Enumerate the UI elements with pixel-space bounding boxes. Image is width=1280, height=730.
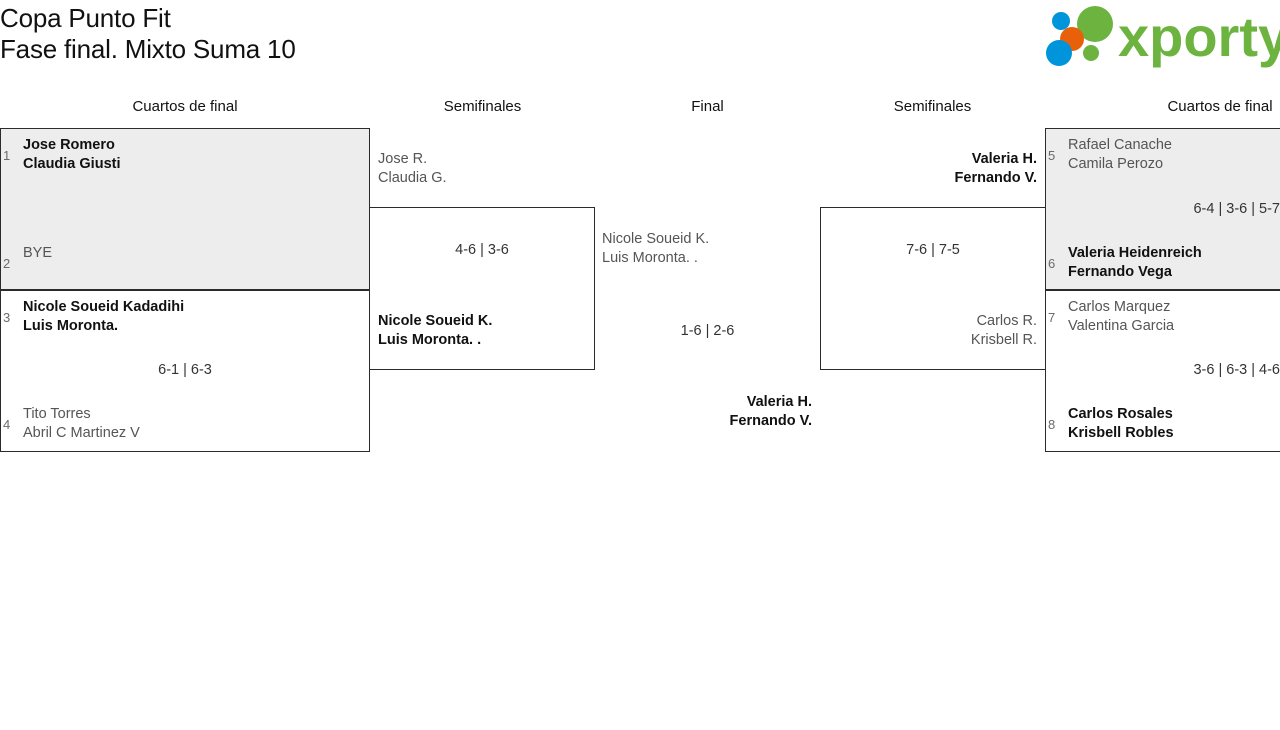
logo-dot-blue-small	[1052, 12, 1070, 30]
logo-dot-blue-large	[1046, 40, 1072, 66]
player-name-1: Nicole Soueid K.	[602, 231, 710, 247]
player-name-2: Luis Moronta.	[23, 318, 119, 334]
match-box-qf-left-1[interactable]	[0, 128, 370, 290]
seed-number: 8	[1048, 416, 1056, 432]
seed-number: 2	[3, 255, 11, 271]
round-header-sf-right: Semifinales	[893, 98, 972, 115]
player-name-2: Abril C Martinez V	[23, 425, 140, 441]
competitor-seed-3[interactable]: 3 Nicole Soueid Kadadihi Luis Moronta.	[3, 298, 363, 336]
match-box-qf-left-2[interactable]	[0, 290, 370, 452]
seed-number: 7	[1048, 309, 1056, 325]
competitor-final-left[interactable]: Nicole Soueid K. Luis Moronta. .	[602, 230, 709, 268]
player-name-1: Tito Torres	[23, 406, 91, 422]
competitor-sf-right-bottom[interactable]: Carlos R. Krisbell R.	[787, 312, 1037, 350]
competitor-seed-6[interactable]: 6 Valeria Heidenreich Fernando Vega	[1048, 244, 1280, 282]
champion-label[interactable]: Valeria H. Fernando V.	[562, 393, 812, 431]
player-name-1: Jose R.	[378, 151, 428, 167]
round-header-qf-left: Cuartos de final	[132, 98, 238, 115]
score-qf-right-2: 3-6 | 6-3 | 4-6	[1193, 362, 1280, 378]
player-name-2: Claudia Giusti	[23, 156, 121, 172]
score-qf-right-1: 6-4 | 3-6 | 5-7	[1193, 201, 1280, 217]
tournament-phase: Fase final. Mixto Suma 10	[0, 34, 296, 64]
logo-wordmark: xporty	[1118, 5, 1280, 68]
player-name-1: Valeria H.	[746, 394, 812, 410]
seed-number: 6	[1048, 255, 1056, 271]
player-name-1: Carlos Marquez	[1068, 299, 1171, 315]
xporty-logo[interactable]: xporty	[1046, 4, 1280, 68]
player-name-2: Luis Moronta. .	[378, 332, 482, 348]
score-sf-left: 4-6 | 3-6	[455, 242, 509, 258]
player-name-1: Nicole Soueid Kadadihi	[23, 299, 185, 315]
logo-dot-green-large	[1077, 6, 1113, 42]
player-name-1: BYE	[23, 245, 53, 261]
score-sf-right: 7-6 | 7-5	[906, 242, 960, 258]
round-header-sf-left: Semifinales	[443, 98, 522, 115]
player-name-2: Fernando V.	[729, 413, 812, 429]
player-name-1: Valeria Heidenreich	[1068, 245, 1202, 261]
player-name-2: Krisbell Robles	[1068, 425, 1174, 441]
score-qf-left-2: 6-1 | 6-3	[158, 362, 212, 378]
seed-number: 3	[3, 309, 11, 325]
competitor-seed-7[interactable]: 7 Carlos Marquez Valentina Garcia	[1048, 298, 1280, 336]
competitor-seed-1[interactable]: 1 Jose Romero Claudia Giusti	[3, 136, 363, 174]
player-name-1: Nicole Soueid K.	[378, 313, 493, 329]
player-name-1: Valeria H.	[971, 151, 1037, 167]
player-name-2: Fernando V.	[954, 170, 1037, 186]
round-header-qf-right: Cuartos de final	[1167, 98, 1273, 115]
tournament-name: Copa Punto Fit	[0, 3, 171, 33]
competitor-sf-right-top[interactable]: Valeria H. Fernando V.	[787, 150, 1037, 188]
player-name-1: Jose Romero	[23, 137, 115, 153]
logo-dot-green-small	[1083, 45, 1099, 61]
round-header-final: Final	[691, 98, 724, 115]
competitor-seed-8[interactable]: 8 Carlos Rosales Krisbell Robles	[1048, 405, 1280, 443]
player-name-1: Carlos R.	[976, 313, 1037, 329]
player-name-2: Valentina Garcia	[1068, 318, 1175, 334]
player-name-2: Camila Perozo	[1068, 156, 1164, 172]
player-name-1: Rafael Canache	[1068, 137, 1172, 153]
competitor-sf-left-top[interactable]: Jose R. Claudia G.	[378, 150, 447, 188]
competitor-seed-5[interactable]: 5 Rafael Canache Camila Perozo	[1048, 136, 1280, 174]
player-name-2: Fernando Vega	[1068, 264, 1172, 280]
player-name-2: Claudia G.	[378, 170, 447, 186]
competitor-sf-left-bottom[interactable]: Nicole Soueid K. Luis Moronta. .	[378, 312, 492, 350]
seed-number: 1	[3, 147, 11, 163]
player-name-2: Krisbell R.	[970, 332, 1037, 348]
seed-number: 4	[3, 416, 11, 432]
competitor-seed-4[interactable]: 4 Tito Torres Abril C Martinez V	[3, 405, 363, 443]
final-left-edge	[594, 207, 595, 370]
score-final: 1-6 | 2-6	[680, 323, 735, 339]
competitor-seed-2[interactable]: 2 BYE	[3, 244, 363, 282]
page-title: Copa Punto Fit Fase final. Mixto Suma 10	[0, 0, 700, 65]
player-name-1: Carlos Rosales	[1068, 406, 1173, 422]
player-name-2: Luis Moronta. .	[602, 250, 698, 266]
seed-number: 5	[1048, 147, 1056, 163]
match-box-qf-right-1[interactable]	[1045, 128, 1280, 290]
match-box-qf-right-2[interactable]	[1045, 290, 1280, 452]
match-box-sf-left[interactable]	[369, 207, 595, 370]
